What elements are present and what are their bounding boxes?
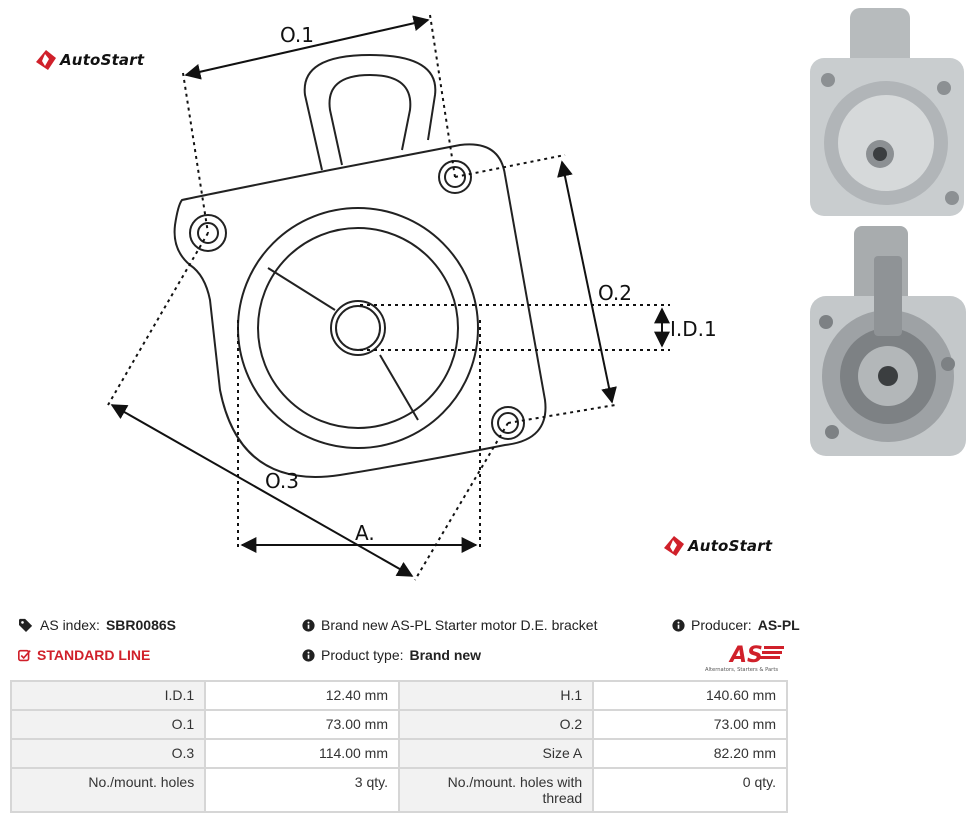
spec-label: O.3 <box>9 738 207 769</box>
product-type: Product type: Brand new <box>302 647 481 663</box>
label-id1: I.D.1 <box>670 317 717 341</box>
line-label: STANDARD LINE <box>37 647 151 663</box>
info-icon <box>302 648 315 662</box>
as-index: AS index: SBR0086S <box>18 617 176 633</box>
dim-o2 <box>557 160 617 404</box>
autostart-logo-bottom: AutoStart <box>664 536 772 556</box>
spec-label: H.1 <box>397 680 595 711</box>
description-text: Brand new AS-PL Starter motor D.E. brack… <box>321 617 598 633</box>
check-square-icon <box>18 649 31 661</box>
spec-value: 0 qty. <box>592 767 788 813</box>
mount-hole-bottom-right <box>491 406 525 440</box>
as-pl-logo: AS Alternators, Starters & Parts <box>705 643 784 673</box>
as-index-label: AS index: <box>40 617 100 633</box>
product-type-value: Brand new <box>409 647 482 663</box>
product-type-label: Product type: <box>321 647 404 663</box>
label-a: A. <box>355 521 375 545</box>
autostart-logo-top: AutoStart <box>36 50 144 70</box>
spec-value: 12.40 mm <box>204 680 400 711</box>
producer-label: Producer: <box>691 617 752 633</box>
dim-o3 <box>110 404 414 577</box>
inner-ring <box>257 227 459 429</box>
bracket-top-loop-inner <box>328 73 412 166</box>
svg-text:AS: AS <box>728 643 763 668</box>
autostart-mark-icon <box>664 536 684 556</box>
product-photo-back <box>810 226 966 456</box>
description: Brand new AS-PL Starter motor D.E. brack… <box>302 617 598 633</box>
producer-value: AS-PL <box>757 617 800 633</box>
brand-name: AutoStart <box>60 51 145 69</box>
spec-label: No./mount. holes with thread <box>397 767 595 813</box>
bore <box>330 300 386 356</box>
spec-value: 73.00 mm <box>592 709 788 740</box>
spec-label: Size A <box>397 738 595 769</box>
as-pl-tagline: Alternators, Starters & Parts <box>705 667 778 673</box>
spec-label: O.1 <box>9 709 207 740</box>
label-o3: O.3 <box>265 469 299 493</box>
as-index-value: SBR0086S <box>105 617 176 633</box>
spec-label: I.D.1 <box>9 680 207 711</box>
autostart-mark-icon <box>36 50 56 70</box>
tag-icon <box>19 618 33 632</box>
outer-ring <box>237 207 479 449</box>
producer: Producer: AS-PL <box>672 617 800 633</box>
spec-value: 82.20 mm <box>592 738 788 769</box>
product-photo-front <box>810 8 964 216</box>
info-icon <box>302 618 315 632</box>
brand-name: AutoStart <box>688 537 773 555</box>
spec-value: 140.60 mm <box>592 680 788 711</box>
standard-line: STANDARD LINE <box>18 647 150 663</box>
mount-hole-left <box>189 214 227 252</box>
spec-value: 114.00 mm <box>204 738 400 769</box>
label-o1: O.1 <box>280 23 314 47</box>
label-o2: O.2 <box>598 281 632 305</box>
spec-label: O.2 <box>397 709 595 740</box>
dim-o1 <box>184 15 430 80</box>
technical-drawing: O.1 O.2 I.D.1 O.3 A. <box>107 14 717 581</box>
info-icon <box>672 618 685 632</box>
spec-label: No./mount. holes <box>9 767 207 813</box>
mount-hole-top-right <box>438 160 472 194</box>
spec-value: 3 qty. <box>204 767 400 813</box>
spec-value: 73.00 mm <box>204 709 400 740</box>
